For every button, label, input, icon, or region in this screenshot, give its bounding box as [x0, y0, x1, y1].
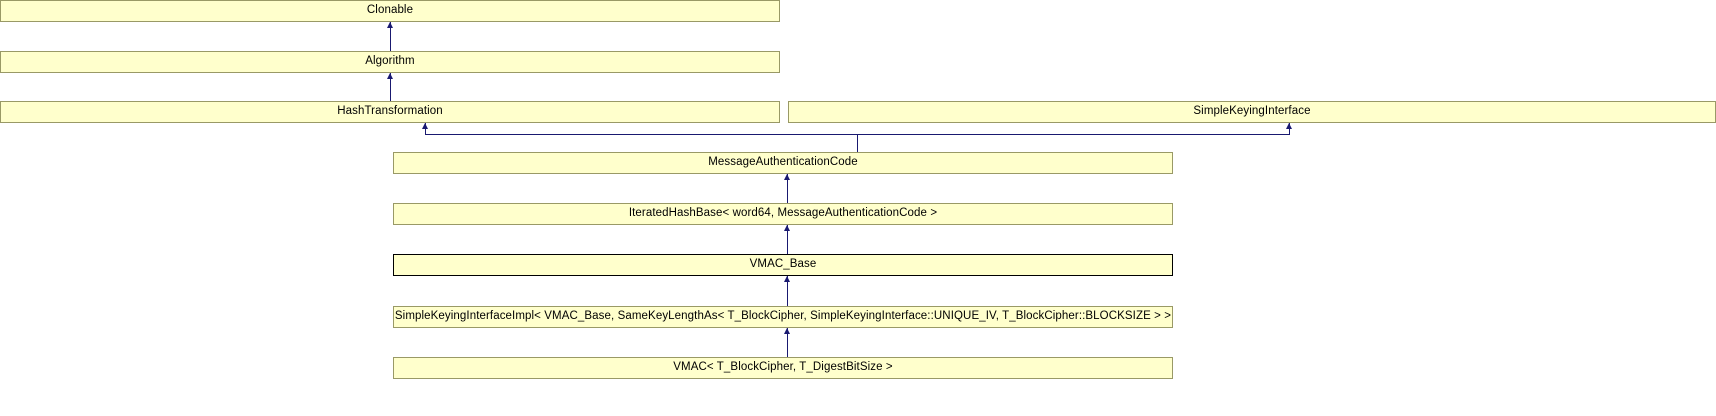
- class-node-vmac[interactable]: VMAC< T_BlockCipher, T_DigestBitSize >: [393, 357, 1173, 379]
- class-node-simple-keying-interface[interactable]: SimpleKeyingInterface: [788, 101, 1716, 123]
- arrowhead-skii-to-vmac-base: [784, 276, 790, 282]
- edge-vmac-to-skii-segment-0: [787, 328, 788, 357]
- edge-mac-to-hash-transformation-segment-1: [425, 134, 858, 135]
- edge-skii-to-vmac-base-segment-0: [787, 276, 788, 306]
- arrowhead-mac-to-hash-transformation: [422, 123, 428, 129]
- class-node-message-authentication-code[interactable]: MessageAuthenticationCode: [393, 152, 1173, 174]
- edge-vmac-base-to-iterated-hash-base-segment-0: [787, 225, 788, 254]
- edge-mac-to-hash-transformation-segment-2: [857, 134, 858, 152]
- class-node-iterated-hash-base[interactable]: IteratedHashBase< word64, MessageAuthent…: [393, 203, 1173, 225]
- arrowhead-vmac-base-to-iterated-hash-base: [784, 225, 790, 231]
- class-node-clonable[interactable]: Clonable: [0, 0, 780, 22]
- edge-hash-transformation-to-algorithm-segment-0: [390, 73, 391, 101]
- class-node-simple-keying-interface-impl[interactable]: SimpleKeyingInterfaceImpl< VMAC_Base, Sa…: [393, 306, 1173, 328]
- arrowhead-hash-transformation-to-algorithm: [387, 73, 393, 79]
- class-node-vmac-base[interactable]: VMAC_Base: [393, 254, 1173, 276]
- arrowhead-algorithm-to-clonable: [387, 22, 393, 28]
- edge-iterated-hash-base-to-mac-segment-0: [787, 174, 788, 203]
- arrowhead-iterated-hash-base-to-mac: [784, 174, 790, 180]
- edge-algorithm-to-clonable-segment-0: [390, 22, 391, 51]
- arrowhead-vmac-to-skii: [784, 328, 790, 334]
- arrowhead-mac-to-simple-keying-interface: [1286, 123, 1292, 129]
- edge-mac-to-simple-keying-interface-segment-1: [857, 134, 1290, 135]
- class-node-hash-transformation[interactable]: HashTransformation: [0, 101, 780, 123]
- class-node-algorithm[interactable]: Algorithm: [0, 51, 780, 73]
